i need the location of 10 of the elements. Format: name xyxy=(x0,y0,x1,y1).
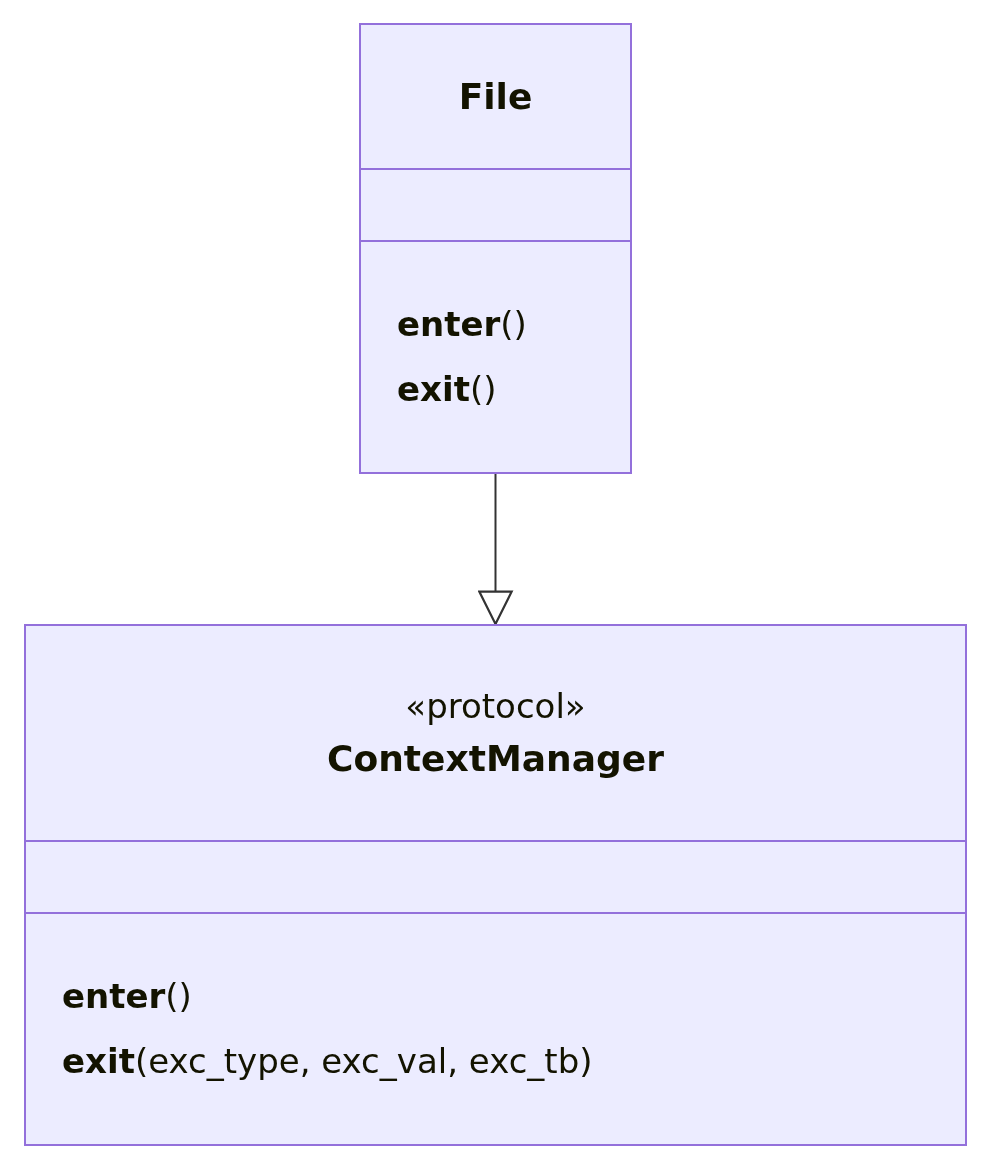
stereotype-label: «protocol» xyxy=(405,686,586,727)
method-signature: enter() xyxy=(397,304,528,345)
inheritance-arrow xyxy=(478,473,513,626)
class-name: ContextManager xyxy=(327,736,664,780)
class-box xyxy=(359,23,632,474)
method-signature: exit(exc_type, exc_val, exc_tb) xyxy=(62,1041,594,1082)
class-box xyxy=(24,624,967,1146)
method-signature: exit() xyxy=(397,369,498,410)
class-name: File xyxy=(458,74,533,119)
method-signature: enter() xyxy=(62,976,193,1017)
